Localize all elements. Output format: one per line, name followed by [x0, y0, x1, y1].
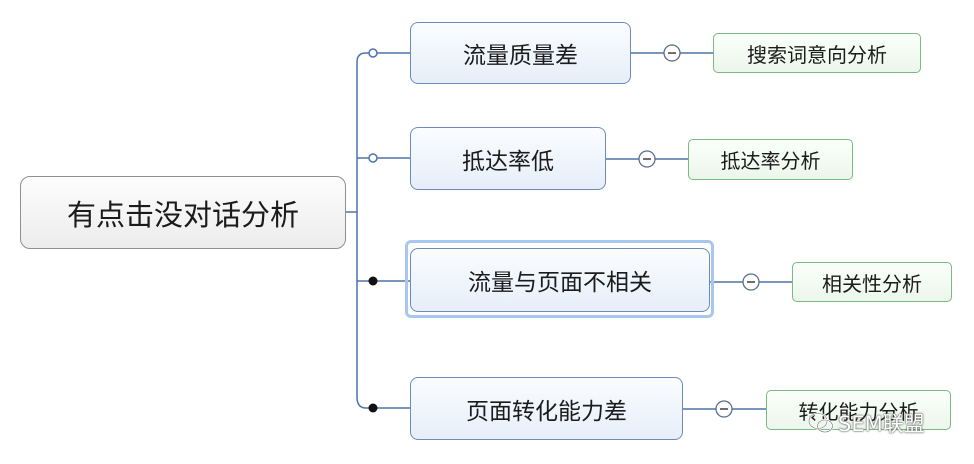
watermark: SEM联盟 [808, 408, 925, 438]
junction-dot-4 [368, 403, 378, 413]
junction-dot-3 [368, 276, 378, 286]
branch-topic-1[interactable]: 流量质量差 [410, 22, 631, 84]
selection-highlight [405, 240, 714, 318]
branch-topic-2[interactable]: 抵达率低 [410, 127, 606, 190]
collapse-minus-icon[interactable] [663, 44, 681, 62]
collapse-minus-icon[interactable] [742, 273, 760, 291]
collapse-minus-icon[interactable] [638, 150, 656, 168]
wechat-icon [808, 412, 834, 433]
branch-topic-4[interactable]: 页面转化能力差 [410, 377, 683, 440]
root-topic[interactable]: 有点击没对话分析 [20, 176, 346, 249]
leaf-topic-1[interactable]: 搜索词意向分析 [713, 33, 921, 73]
junction-open-2 [368, 153, 378, 163]
leaf-topic-4[interactable]: 转化能力分析 [766, 390, 951, 430]
trunk-line [356, 52, 372, 409]
leaf-topic-2[interactable]: 抵达率分析 [688, 139, 853, 180]
watermark-text: SEM联盟 [838, 412, 925, 436]
branch-topic-3[interactable]: 流量与页面不相关 [410, 248, 710, 312]
leaf-topic-3[interactable]: 相关性分析 [792, 262, 952, 302]
junction-open-1 [368, 48, 378, 58]
collapse-minus-icon[interactable] [715, 400, 733, 418]
